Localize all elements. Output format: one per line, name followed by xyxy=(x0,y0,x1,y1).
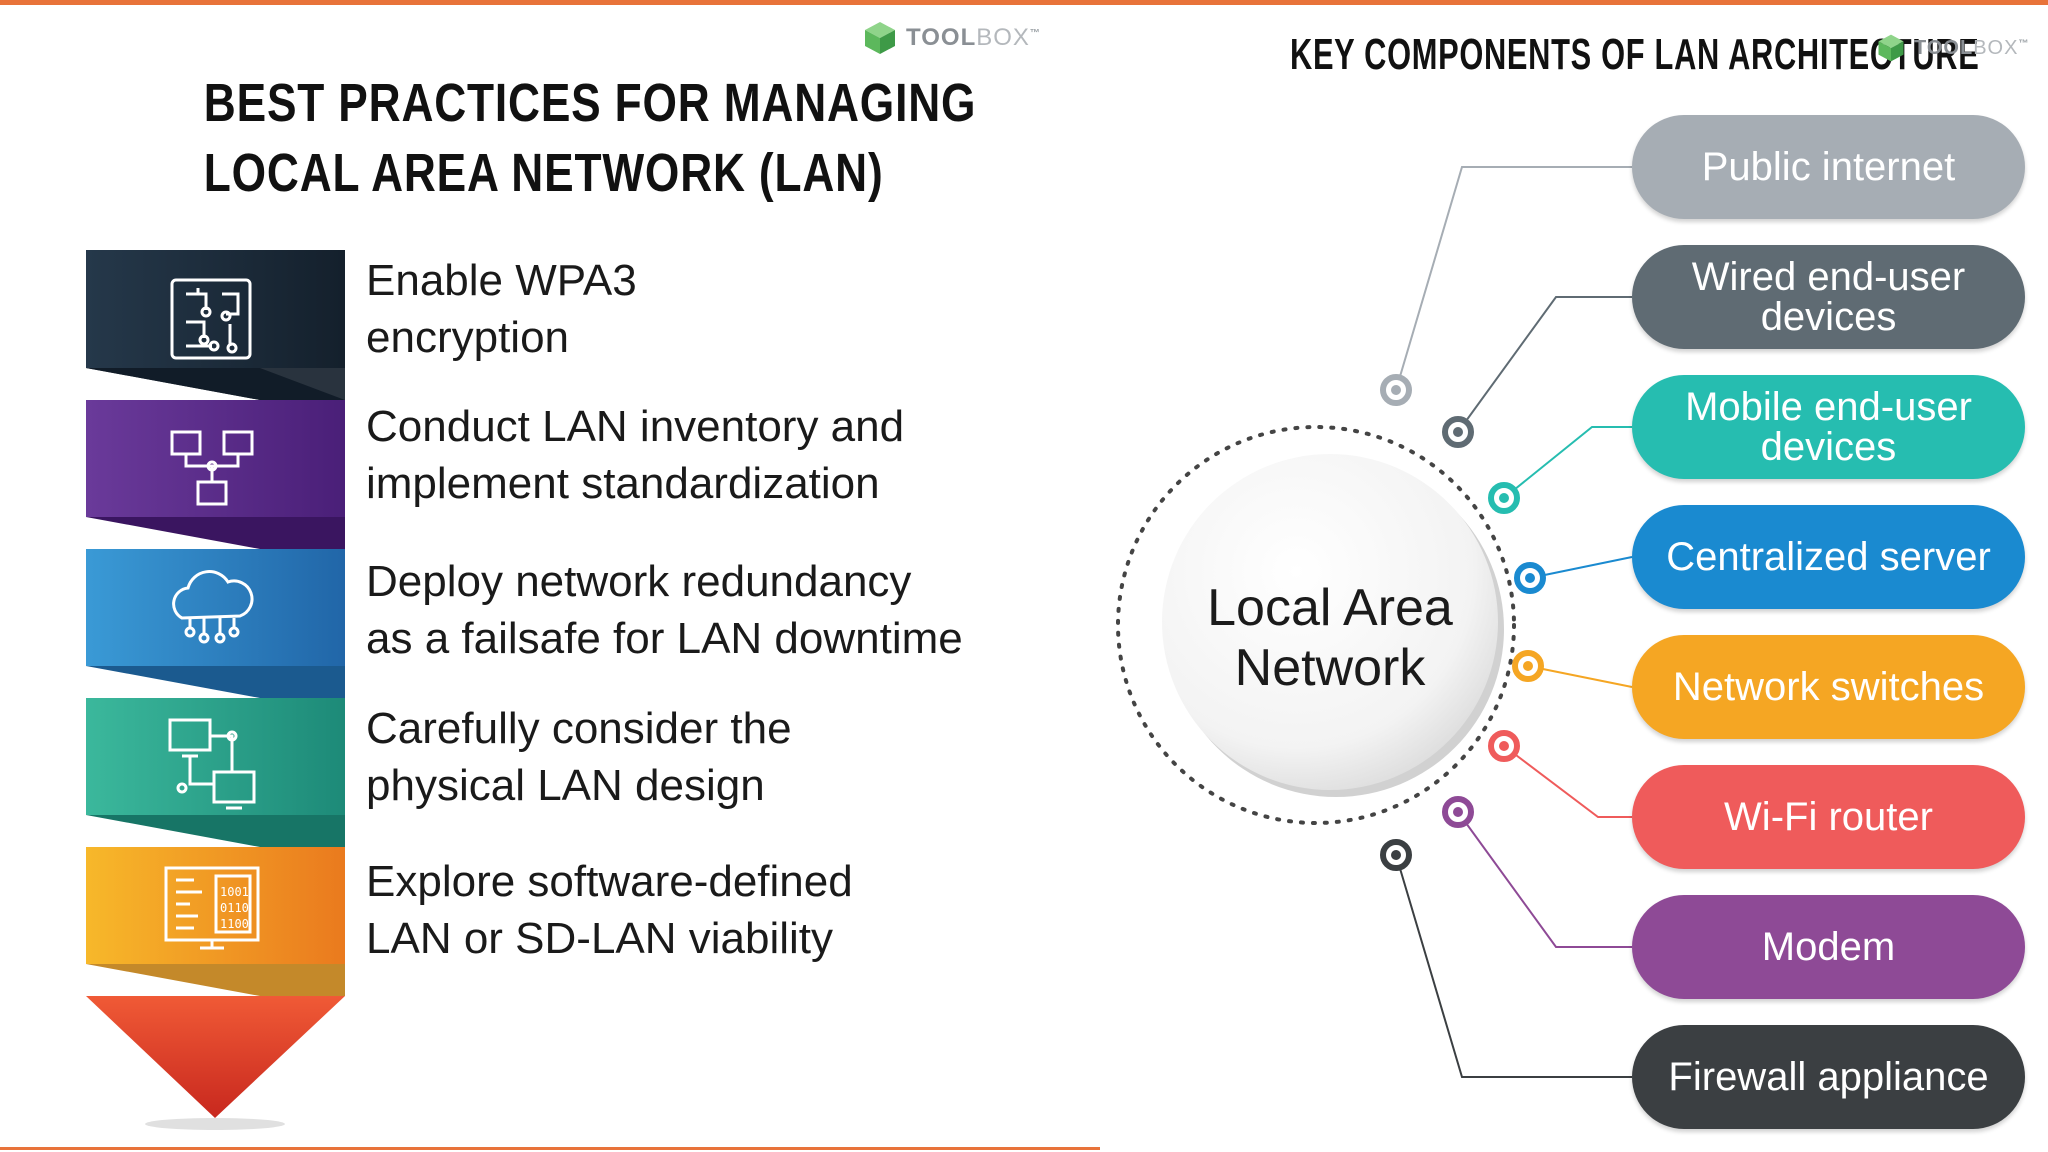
component-centralized-server: Centralized server xyxy=(1632,505,2025,609)
lan-center-circle xyxy=(1162,454,1498,790)
software-code-monitor-icon: 1001 0110 1100 xyxy=(164,866,260,950)
step-4-line-2: physical LAN design xyxy=(366,761,765,810)
step-3-text: Deploy network redundancy as a failsafe … xyxy=(366,553,1086,667)
center-label-line-2: Network xyxy=(1234,639,1426,697)
circuit-board-icon xyxy=(170,278,252,360)
best-practices-title: BEST PRACTICES FOR MANAGING LOCAL AREA N… xyxy=(203,68,977,208)
component-network-switches: Network switches xyxy=(1632,635,2025,739)
step-5-line-1: Explore software-defined xyxy=(366,857,853,906)
top-accent-bar xyxy=(0,0,2048,5)
connector-wired-devices xyxy=(1457,296,1632,433)
step-1-line-1: Enable WPA3 xyxy=(366,256,637,305)
step-2-line-1: Conduct LAN inventory and xyxy=(366,402,905,451)
connector-modem xyxy=(1457,811,1632,948)
component-public-internet: Public internet xyxy=(1632,115,2025,219)
title-line-2: LOCAL AREA NETWORK (LAN) xyxy=(203,143,884,203)
step-3-block xyxy=(86,549,345,666)
step-5-line-2: LAN or SD-LAN viability xyxy=(366,914,834,963)
connector-mobile-devices xyxy=(1503,426,1632,499)
step-4-text: Carefully consider the physical LAN desi… xyxy=(366,700,1086,814)
step-1-text: Enable WPA3 encryption xyxy=(366,252,1086,366)
step-4-line-1: Carefully consider the xyxy=(366,704,792,753)
logo-text: TOOLBOX™ xyxy=(1914,36,2030,59)
dotted-orbit xyxy=(1116,425,1516,825)
svg-text:1100: 1100 xyxy=(220,917,249,931)
lan-connection-diagram xyxy=(1116,166,1633,1078)
arrow-tip xyxy=(86,996,345,1118)
step-5-text: Explore software-defined LAN or SD-LAN v… xyxy=(366,853,1086,967)
component-wifi-router: Wi-Fi router xyxy=(1632,765,2025,869)
step-2-block xyxy=(86,400,345,517)
title-line-1: BEST PRACTICES FOR MANAGING xyxy=(203,73,977,133)
step-2-line-2: implement standardization xyxy=(366,459,880,508)
component-firewall-appliance: Firewall appliance xyxy=(1632,1025,2025,1129)
fold-5 xyxy=(86,964,345,996)
step-3-line-2: as a failsafe for LAN downtime xyxy=(366,614,963,663)
lan-center-label: Local Area Network xyxy=(1180,578,1480,698)
practices-staircase: 1001 0110 1100 xyxy=(86,250,345,1130)
toolbox-logo: TOOLBOX™ xyxy=(862,20,1041,56)
bottom-accent-bar xyxy=(0,1147,1100,1150)
center-label-line-1: Local Area xyxy=(1207,579,1453,637)
step-1-line-2: encryption xyxy=(366,313,570,362)
svg-text:0110: 0110 xyxy=(220,901,249,915)
cube-logo-icon xyxy=(865,22,895,54)
step-3-line-1: Deploy network redundancy xyxy=(366,557,912,606)
cube-logo-icon xyxy=(1878,34,1904,62)
connector-firewall xyxy=(1395,854,1632,1078)
connector-wifi-router xyxy=(1503,745,1632,818)
fold-2 xyxy=(86,517,345,549)
connected-computers-icon xyxy=(168,718,256,810)
fold-4 xyxy=(86,815,345,847)
step-2-text: Conduct LAN inventory and implement stan… xyxy=(366,398,1086,512)
cloud-network-icon xyxy=(172,570,254,644)
lan-architecture-title: KEY COMPONENTS OF LAN ARCHITECTURE xyxy=(1290,30,1980,79)
logo-text: TOOLBOX™ xyxy=(906,24,1041,51)
network-hierarchy-icon xyxy=(170,430,254,506)
fold-3 xyxy=(86,666,345,698)
toolbox-logo-small: TOOLBOX™ xyxy=(1876,33,2029,63)
connector-network-switches xyxy=(1527,665,1633,688)
svg-text:1001: 1001 xyxy=(220,885,249,899)
connector-public-internet xyxy=(1395,166,1632,391)
connector-centralized-server xyxy=(1529,556,1633,579)
component-modem: Modem xyxy=(1632,895,2025,999)
